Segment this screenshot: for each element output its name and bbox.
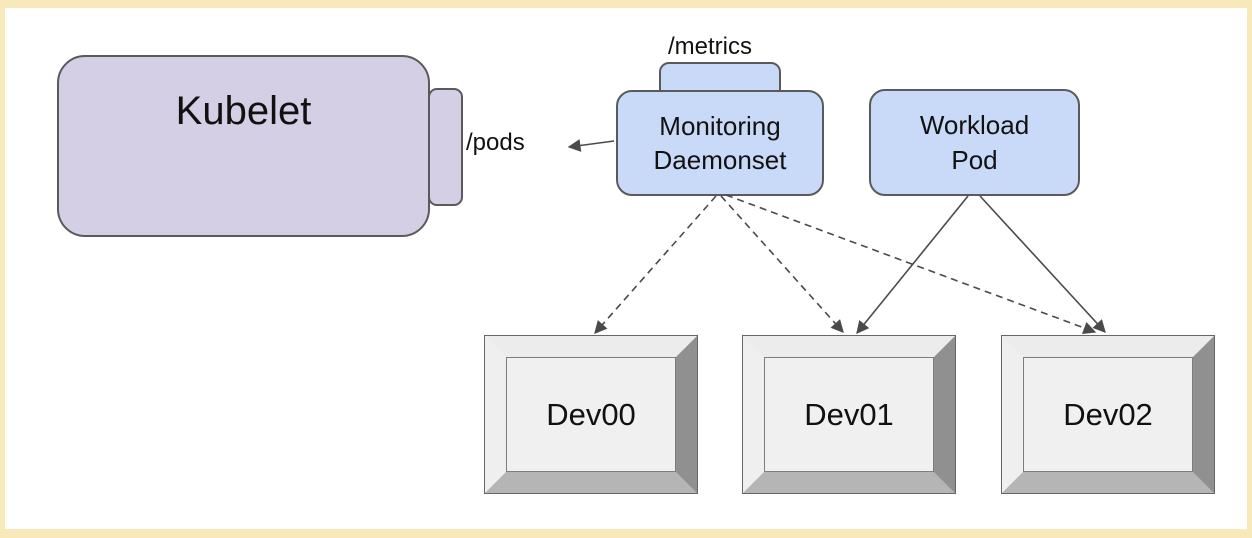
device-face: Dev02 [1023, 357, 1193, 472]
device-face: Dev00 [506, 357, 676, 472]
metrics-endpoint-label: /metrics [668, 33, 752, 60]
device-node-dev01: Dev01 [743, 336, 955, 493]
device-bevel [743, 336, 955, 493]
edge-workload-dev02 [979, 195, 1106, 333]
kubelet-node: Kubelet [57, 55, 430, 237]
device-node-dev00: Dev00 [485, 336, 697, 493]
device-bevel [1002, 336, 1214, 493]
device-label: Dev01 [804, 396, 894, 432]
edge-workload-dev01 [856, 195, 969, 334]
workload-label-line2: Pod [951, 144, 998, 175]
edge-monitoring-dev00 [594, 195, 717, 334]
edge-monitoring-dev01 [720, 195, 844, 333]
edge-monitoring-kubelet-pods [567, 139, 615, 152]
pods-endpoint-label: /pods [466, 129, 525, 156]
device-face: Dev01 [764, 357, 934, 472]
monitoring-daemonset-node: Monitoring Daemonset [616, 90, 824, 196]
monitoring-label-line2: Daemonset [653, 145, 787, 175]
kubelet-pods-port [428, 88, 463, 206]
workload-pod-node: Workload Pod [869, 89, 1080, 196]
device-bevel [485, 336, 697, 493]
workload-label-line1: Workload [919, 110, 1030, 141]
monitoring-label-line1: Monitoring [659, 110, 781, 141]
device-node-dev02: Dev02 [1002, 336, 1214, 493]
device-label: Dev00 [546, 396, 636, 432]
edge-monitoring-dev02 [725, 194, 1097, 334]
device-label: Dev02 [1063, 396, 1153, 432]
kubelet-label: Kubelet [175, 89, 312, 133]
